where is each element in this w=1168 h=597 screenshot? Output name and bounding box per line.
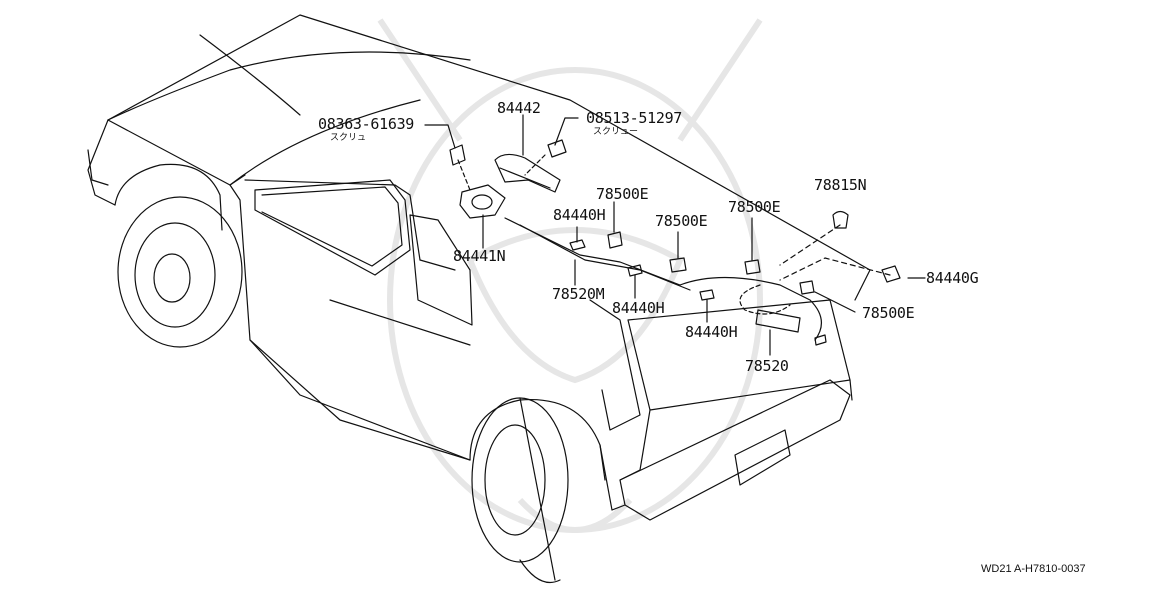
clip-78500E-3 (745, 260, 760, 274)
part-label-84440H-2[interactable]: 84440H (612, 299, 665, 317)
front-wheel (118, 197, 242, 347)
part-sublabel-screw-1: スクリュ (330, 133, 367, 143)
clip-78500E-1 (608, 232, 622, 248)
pad-84440H-1 (570, 240, 585, 250)
roof-outline (108, 15, 870, 300)
harness-78520M (505, 218, 821, 340)
part-label-84441N[interactable]: 84441N (453, 247, 506, 265)
diagram-reference-code: WD21 A-H7810-0037 (981, 563, 1086, 575)
part-label-78500E-3[interactable]: 78500E (728, 198, 781, 216)
part-label-84440G[interactable]: 84440G (926, 269, 979, 287)
rear-bumper (620, 380, 850, 520)
part-label-78500E-2[interactable]: 78500E (655, 212, 708, 230)
part-label-78815N[interactable]: 78815N (814, 176, 867, 194)
part-label-78500E-4[interactable]: 78500E (862, 304, 915, 322)
clip-78500E-2 (670, 258, 686, 272)
rear-wheel (472, 398, 568, 562)
part-label-08363-61639[interactable]: 08363-61639 (318, 115, 415, 133)
pad-84440H-3 (700, 290, 714, 300)
body-side (230, 185, 470, 460)
part-label-84440H-3[interactable]: 84440H (685, 323, 738, 341)
front-window (255, 180, 410, 275)
pad-84440H-2 (628, 265, 642, 276)
part-84441N-lamp (460, 185, 505, 218)
watermark (380, 20, 760, 530)
part-label-08513-51297[interactable]: 08513-51297 (586, 109, 683, 127)
part-sublabel-screw-2: スクリュー (593, 127, 639, 137)
quarter-window (590, 300, 640, 430)
clip-78500E-4 (800, 281, 814, 294)
screw-08363 (450, 145, 465, 165)
part-84440G (882, 266, 900, 282)
rear-window (410, 215, 472, 325)
screw-08513 (548, 140, 566, 157)
rear-fender (470, 400, 605, 480)
part-label-78520[interactable]: 78520 (745, 357, 789, 375)
part-78520-lamp (756, 310, 800, 332)
part-label-78500E-1[interactable]: 78500E (596, 185, 649, 203)
hood-outline (88, 120, 115, 205)
front-fender (115, 164, 222, 230)
part-78815N (833, 212, 848, 229)
part-84442-bracket (495, 154, 560, 192)
license-plate (735, 430, 790, 485)
part-label-84442[interactable]: 84442 (497, 99, 541, 117)
part-label-84440H-1[interactable]: 84440H (553, 206, 606, 224)
part-label-78520M[interactable]: 78520M (552, 285, 605, 303)
